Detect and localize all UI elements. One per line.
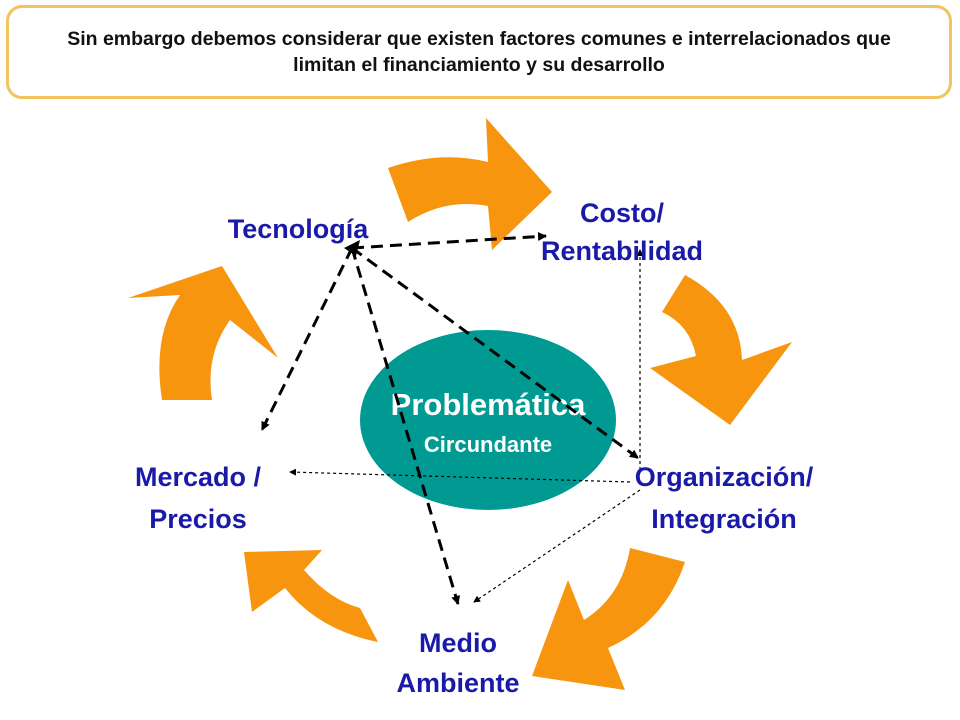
connector-tech-mercado (260, 247, 354, 431)
label-costo-line2: Rentabilidad (541, 236, 703, 266)
connector-org-mercado (289, 468, 631, 483)
center-ellipse (360, 330, 616, 510)
label-mercado-line1: Mercado / (135, 462, 262, 492)
label-medio-line1: Medio (419, 628, 497, 658)
connector-tech-organizacion (351, 246, 639, 460)
connector-tech-costo (351, 232, 547, 250)
label-costo-line1: Costo/ (580, 198, 664, 228)
label-organizacion-line2: Integración (651, 504, 797, 534)
label-mercado-line2: Precios (149, 504, 247, 534)
label-medio-line2: Ambiente (396, 668, 519, 698)
cycle-arrow-bottom-left (244, 550, 378, 642)
label-organizacion-line1: Organización/ (635, 462, 814, 492)
connector-tech-medio (350, 247, 461, 605)
label-tecnologia: Tecnología (228, 214, 369, 244)
cycle-arrow-left (128, 266, 278, 400)
cycle-arrow-bottom-right (532, 548, 685, 690)
tech-hub-arrowhead (344, 240, 360, 256)
banner-text: Sin embargo debemos considerar que exist… (67, 27, 891, 76)
center-subtitle: Circundante (424, 432, 552, 457)
center-title: Problemática (391, 387, 586, 422)
dashed-connectors (260, 232, 639, 605)
dotted-connectors (289, 249, 644, 603)
cycle-arrow-top (388, 118, 552, 250)
header-banner: Sin embargo debemos considerar que exist… (6, 5, 952, 99)
cycle-arrow-right (650, 275, 792, 425)
